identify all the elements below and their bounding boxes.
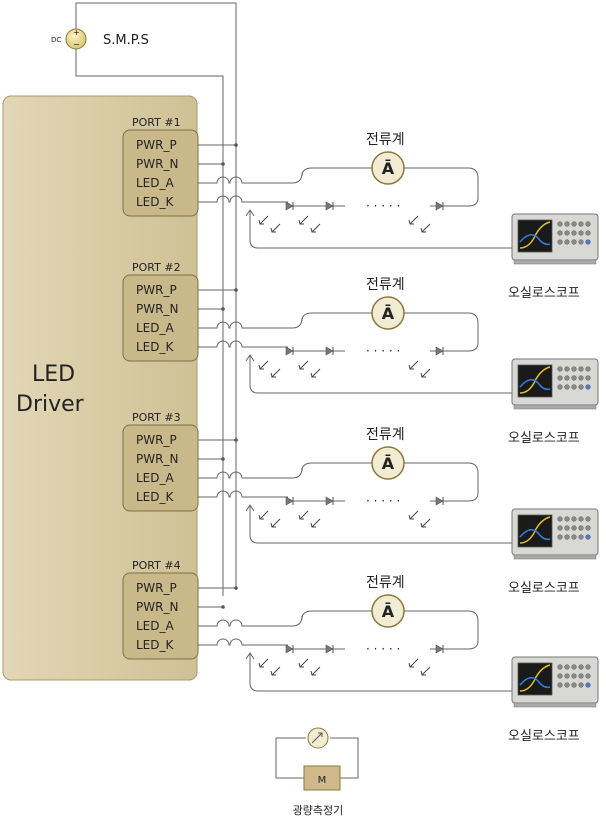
port-group-1: PORT #1 PWR_P PWR_N LED_A LED_K Ā 전류계 · · · · ·… bbox=[122, 116, 599, 301]
oscilloscope-label: 오실로스코프 bbox=[508, 286, 580, 301]
led-diode-icon bbox=[298, 346, 334, 378]
smps: DC + − S.M.P.S bbox=[51, 28, 149, 50]
oscilloscope-label: 오실로스코프 bbox=[508, 581, 580, 596]
led-diode-icon bbox=[258, 201, 294, 233]
power-wires bbox=[198, 288, 512, 394]
port-group-2: PORT #2 PWR_P PWR_N LED_A LED_K Ā 전류계 · · · · ·… bbox=[122, 261, 599, 446]
pin-label: LED_A bbox=[136, 619, 175, 633]
port-title: PORT #1 bbox=[132, 116, 181, 129]
pin-label: PWR_N bbox=[136, 157, 178, 171]
power-wires bbox=[198, 438, 512, 544]
port-title: PORT #2 bbox=[132, 261, 181, 274]
led-chain-dots: · · · · · bbox=[366, 642, 400, 656]
pin-label: LED_A bbox=[136, 321, 175, 335]
port-title: PORT #3 bbox=[132, 411, 181, 424]
pin-label: PWR_P bbox=[136, 138, 177, 152]
led-diode-icon bbox=[408, 201, 444, 233]
ammeter-label: 전류계 bbox=[366, 132, 405, 148]
driver-label-line1: LED bbox=[32, 362, 75, 387]
pin-label: PWR_P bbox=[136, 433, 177, 447]
port-title: PORT #4 bbox=[132, 559, 181, 572]
ports-layer: PORT #1 PWR_P PWR_N LED_A LED_K Ā 전류계 · · · · ·… bbox=[122, 116, 599, 744]
ammeter-symbol: Ā bbox=[382, 303, 395, 323]
smps-label: S.M.P.S bbox=[103, 33, 149, 48]
pin-label: LED_K bbox=[136, 340, 175, 354]
pin-label: LED_A bbox=[136, 471, 175, 485]
port-connector bbox=[122, 424, 199, 512]
ammeter-icon bbox=[371, 296, 405, 330]
smps-dc-label: DC bbox=[51, 36, 61, 44]
oscilloscope-icon bbox=[511, 508, 599, 560]
ammeter-symbol: Ā bbox=[382, 453, 395, 473]
photo-sensor-icon bbox=[307, 727, 329, 749]
led-diode-icon bbox=[258, 346, 294, 378]
pin-label: PWR_P bbox=[136, 581, 177, 595]
led-diode-icon bbox=[408, 346, 444, 378]
pin-label: LED_K bbox=[136, 195, 175, 209]
led-chain-dots: · · · · · bbox=[366, 199, 400, 213]
oscilloscope-icon bbox=[511, 358, 599, 410]
pin-label: PWR_N bbox=[136, 452, 178, 466]
smps-minus: − bbox=[73, 40, 80, 49]
ammeter-symbol: Ā bbox=[382, 601, 395, 621]
oscilloscope-icon bbox=[511, 656, 599, 708]
led-diode-icon bbox=[408, 644, 444, 676]
led-diode-icon bbox=[408, 496, 444, 528]
ammeter-label: 전류계 bbox=[366, 575, 405, 591]
power-wires bbox=[198, 143, 512, 249]
photometer-label: 광량측정기 bbox=[293, 804, 344, 817]
ammeter-symbol: Ā bbox=[382, 158, 395, 178]
led-diode-icon bbox=[298, 496, 334, 528]
port-connector bbox=[122, 572, 199, 660]
port-connector bbox=[122, 129, 199, 217]
oscilloscope-label: 오실로스코프 bbox=[508, 431, 580, 446]
ammeter-label: 전류계 bbox=[366, 427, 405, 443]
pin-label: LED_A bbox=[136, 176, 175, 190]
pin-label: LED_K bbox=[136, 490, 175, 504]
pin-label: PWR_N bbox=[136, 302, 178, 316]
photometer: M 광량측정기 bbox=[275, 727, 359, 817]
led-chain-dots: · · · · · bbox=[366, 344, 400, 358]
oscilloscope-icon bbox=[511, 213, 599, 265]
oscilloscope-label: 오실로스코프 bbox=[508, 729, 580, 744]
port-group-3: PORT #3 PWR_P PWR_N LED_A LED_K Ā 전류계 · · · · ·… bbox=[122, 411, 599, 596]
led-driver: LED Driver bbox=[2, 95, 198, 681]
meter-box bbox=[303, 765, 341, 791]
pin-label: LED_K bbox=[136, 638, 175, 652]
pin-label: PWR_N bbox=[136, 600, 178, 614]
led-diode-icon bbox=[298, 201, 334, 233]
port-group-4: PORT #4 PWR_P PWR_N LED_A LED_K Ā 전류계 · · · · ·… bbox=[122, 559, 599, 744]
ammeter-icon bbox=[371, 151, 405, 185]
pin-label: PWR_P bbox=[136, 283, 177, 297]
ammeter-icon bbox=[371, 594, 405, 628]
driver-label-line2: Driver bbox=[16, 392, 85, 417]
ammeter-label: 전류계 bbox=[366, 277, 405, 293]
smps-wiring bbox=[75, 2, 237, 596]
ammeter-icon bbox=[371, 446, 405, 480]
smps-plus: + bbox=[73, 28, 80, 37]
port-connector bbox=[122, 274, 199, 362]
meter-letter: M bbox=[318, 775, 327, 786]
led-chain-dots: · · · · · bbox=[366, 494, 400, 508]
led-diode-icon bbox=[258, 496, 294, 528]
power-wires bbox=[198, 586, 512, 692]
led-diode-icon bbox=[258, 644, 294, 676]
led-diode-icon bbox=[298, 644, 334, 676]
